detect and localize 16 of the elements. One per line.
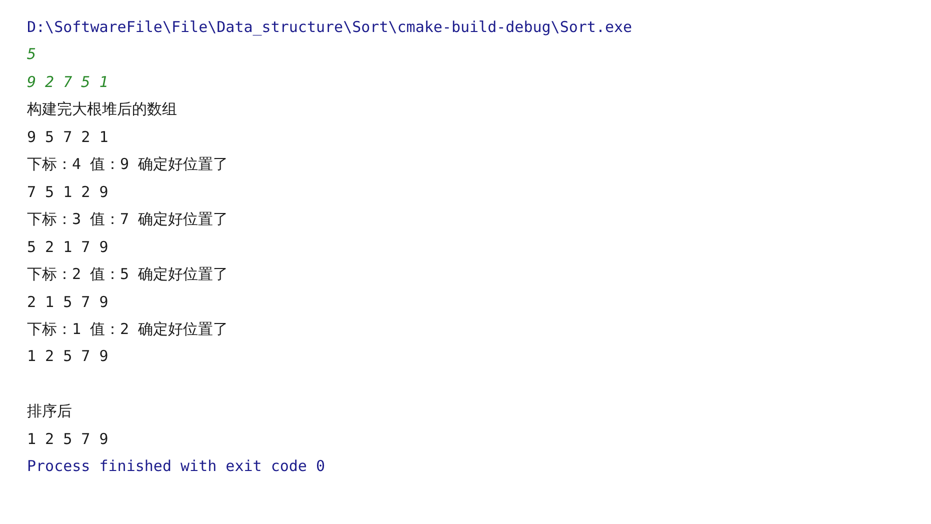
console-output-line: 1 2 5 7 9 (27, 428, 108, 449)
console-output-line: 下标：1 值：2 确定好位置了 (27, 318, 228, 339)
console-output-line: 构建完大根堆后的数组 (27, 99, 177, 120)
console-system-line: Process finished with exit code 0 (27, 456, 326, 476)
console-output-line: 下标：3 值：7 确定好位置了 (27, 209, 228, 230)
console-input-line: 5 (27, 44, 36, 64)
console-system-line: D:\SoftwareFile\File\Data_structure\Sort\cmake-build-debug\Sort.exe (27, 17, 632, 37)
console-input-line: 9 2 7 5 1 (27, 72, 108, 92)
console-output-line: 5 2 1 7 9 (27, 236, 108, 257)
console-output-line: 排序后 (27, 401, 72, 422)
console-output-line: 2 1 5 7 9 (27, 292, 108, 312)
console-output-line: 下标：4 值：9 确定好位置了 (27, 154, 228, 174)
console-output-line: 7 5 1 2 9 (27, 182, 108, 202)
console-output-line: 下标：2 值：5 确定好位置了 (27, 264, 228, 284)
console-output-line: 9 5 7 2 1 (27, 126, 108, 147)
console-output-line: 1 2 5 7 9 (27, 346, 108, 366)
